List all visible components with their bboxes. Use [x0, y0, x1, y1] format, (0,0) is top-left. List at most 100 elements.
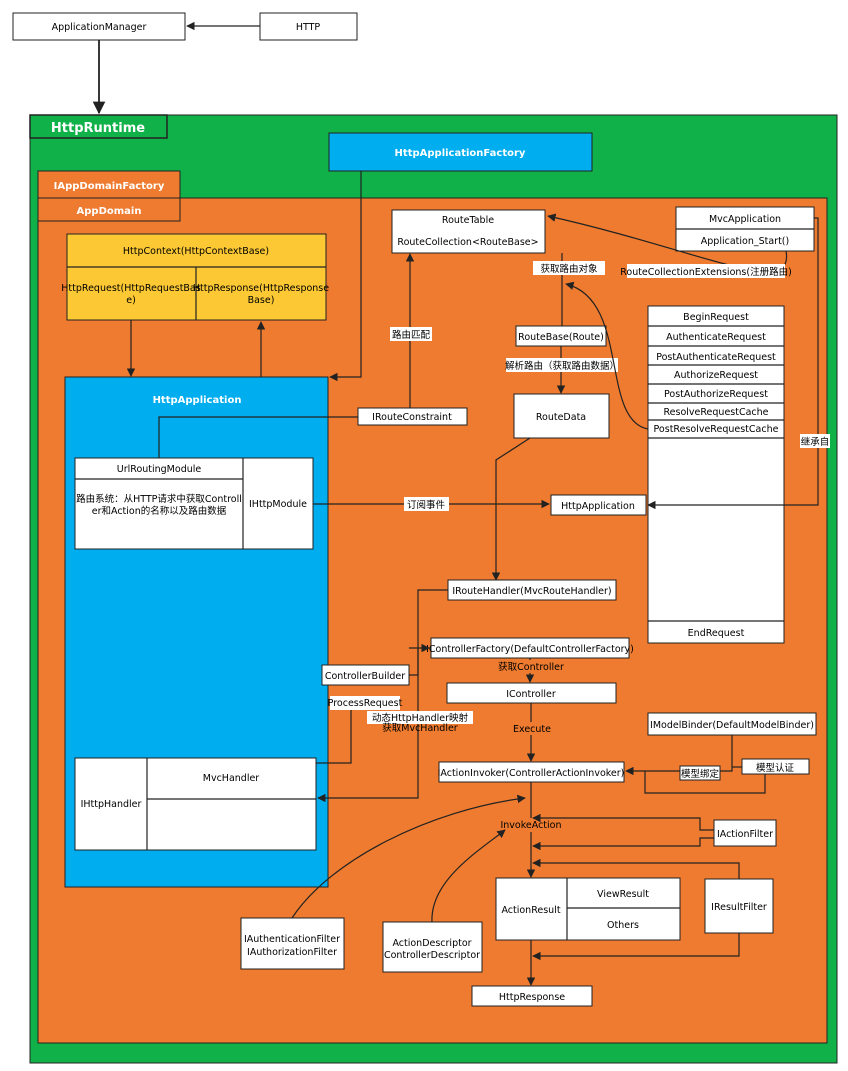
- line-mvchandler-processrequest: [316, 696, 352, 764]
- get-controller-bg: [500, 660, 564, 673]
- mvc-application-label: MvcApplication: [709, 214, 781, 225]
- http-box: [259, 12, 358, 41]
- model-binder-label: IModelBinder(DefaultModelBinder): [650, 720, 814, 731]
- action-result-label: ActionResult: [501, 905, 560, 916]
- http-application-node-label: HttpApplication: [561, 501, 635, 512]
- process-request-label: ProcessRequest: [328, 698, 403, 709]
- event-post-authenticate-request: PostAuthenticateRequest: [656, 352, 776, 363]
- event-end-request: EndRequest: [688, 628, 745, 639]
- event-authorize-request: AuthorizeRequest: [674, 370, 758, 381]
- extensions-label: RouteCollectionExtensions(注册路由): [620, 266, 792, 278]
- http-request-line1: HttpRequest(HttpRequestBas: [61, 283, 200, 294]
- action-result-box: [495, 877, 681, 941]
- event-post-resolve-request-cache: PostResolveRequestCache: [654, 424, 779, 435]
- event-begin-request: BeginRequest: [683, 312, 749, 323]
- http-application-title: HttpApplication: [153, 395, 242, 406]
- application-start-label: Application_Start(): [701, 236, 789, 247]
- model-binding-box: [679, 765, 721, 781]
- routing-desc-line1: 路由系统：从HTTP请求中获取Controll: [76, 493, 242, 505]
- iappdomain-factory-label: IAppDomainFactory: [54, 181, 165, 192]
- get-route-bg: [533, 261, 605, 275]
- controller-builder-label: ControllerBuilder: [325, 671, 405, 682]
- parse-route-label: 解析路由（获取路由数据）: [505, 360, 619, 372]
- route-data-box: [513, 393, 610, 439]
- controller-factory-label: IControllerFactory(DefaultControllerFact…: [426, 644, 634, 655]
- http-application-factory-label: HttpApplicationFactory: [395, 148, 526, 159]
- event-post-authorize-request: PostAuthorizeRequest: [664, 389, 768, 400]
- subscribe-events-label: 订阅事件: [407, 499, 446, 511]
- arrow-routehandler-to-mvchandler: [317, 589, 448, 803]
- ihttp-module-label: IHttpModule: [249, 499, 307, 510]
- get-mvc-handler-label: 获取MvcHandler: [382, 723, 458, 734]
- http-application-factory-box: [328, 132, 593, 172]
- mvc-handler-label: MvcHandler: [203, 773, 260, 784]
- extensions-bg: [627, 264, 785, 278]
- routing-desc-line2: er和Action的名称以及路由数据: [92, 505, 227, 517]
- pipeline-events-box: [647, 305, 785, 644]
- arrow-binder-to-invoker: [625, 735, 733, 776]
- http-context-title: HttpContext(HttpContextBase): [123, 246, 269, 257]
- application-manager-box: [12, 12, 186, 41]
- arrow-actionfilter-2: [532, 837, 714, 851]
- dynamic-map-bg: [367, 711, 473, 724]
- subscribe-bg: [404, 497, 449, 511]
- url-routing-module-box: [74, 457, 314, 550]
- route-match-label: 路由匹配: [392, 329, 431, 341]
- http-response-label: HttpResponse: [499, 992, 565, 1003]
- action-invoker-label: IActionInvoker(ControllerActionInvoker): [438, 768, 625, 779]
- http-application-node-box: [550, 494, 647, 516]
- iaction-filter-box: [713, 819, 777, 847]
- http-runtime-tab: [29, 114, 168, 139]
- route-data-label: RouteData: [536, 412, 586, 423]
- execute-label: Execute: [513, 724, 551, 735]
- iappdomain-factory-box: [37, 170, 181, 199]
- http-label: HTTP: [296, 22, 321, 33]
- model-binding-label: 模型绑定: [681, 768, 720, 780]
- arrow-routedata-to-handler: [491, 437, 531, 581]
- appdomain-tab: [37, 197, 181, 222]
- parse-route-bg: [506, 358, 618, 372]
- iroute-constraint-box: [357, 407, 468, 426]
- route-table-box: [391, 209, 546, 254]
- arrow-inherits: [647, 217, 819, 510]
- http-response-box: [471, 985, 593, 1007]
- execute-bg: [512, 722, 552, 735]
- invoke-action-label: InvokeAction: [500, 820, 561, 831]
- arrow-descriptor-to-invoke: [431, 829, 506, 923]
- url-routing-module-label: UrlRoutingModule: [117, 464, 202, 475]
- pipeline-events: BeginRequest AuthenticateRequest PostAut…: [648, 312, 784, 639]
- iaction-filter-label: IActionFilter: [717, 829, 773, 840]
- arrow-resultfilter-2: [532, 933, 740, 961]
- route-table-label: RouteTable: [442, 215, 494, 226]
- inherits-label: 继承自: [801, 436, 830, 448]
- auth-filter-line2: IAuthorizationFilter: [247, 947, 337, 958]
- http-response-line2: Base): [248, 295, 275, 306]
- http-request-line2: e): [126, 295, 136, 306]
- inherits-bg: [800, 434, 830, 448]
- line-module-to-constraint: [158, 416, 358, 458]
- arrow-auth-to-invoke: [291, 794, 526, 919]
- iroute-constraint-label: IRouteConstraint: [372, 412, 452, 423]
- others-label: Others: [607, 920, 639, 931]
- route-base-label: RouteBase(Route): [518, 332, 604, 343]
- line-validation-loop: [644, 771, 766, 794]
- dynamic-map-label: 动态HttpHandler映射: [372, 712, 469, 724]
- iresult-filter-label: IResultFilter: [711, 902, 767, 913]
- view-result-label: ViewResult: [597, 889, 649, 900]
- auth-filter-line1: IAuthenticationFilter: [244, 934, 340, 945]
- ihttp-handler-label: IHttpHandler: [81, 799, 142, 810]
- model-validation-label: 模型认证: [756, 762, 795, 774]
- arrow-resultfilter-1: [532, 858, 740, 879]
- arrow-factory-to-app: [329, 171, 362, 382]
- route-match-bg: [390, 327, 432, 341]
- application-manager-label: ApplicationManager: [52, 22, 147, 33]
- event-authenticate-request: AuthenticateRequest: [666, 332, 766, 343]
- descriptor-box: [382, 921, 483, 973]
- route-collection-label: RouteCollection<RouteBase>: [397, 237, 538, 248]
- get-controller-label: 获取Controller: [498, 662, 564, 673]
- iroute-handler-label: IRouteHandler(MvcRouteHandler): [452, 586, 611, 597]
- ihttp-handler-box: [74, 757, 317, 851]
- http-runtime-title: HttpRuntime: [51, 121, 145, 136]
- event-resolve-request-cache: ResolveRequestCache: [663, 407, 768, 418]
